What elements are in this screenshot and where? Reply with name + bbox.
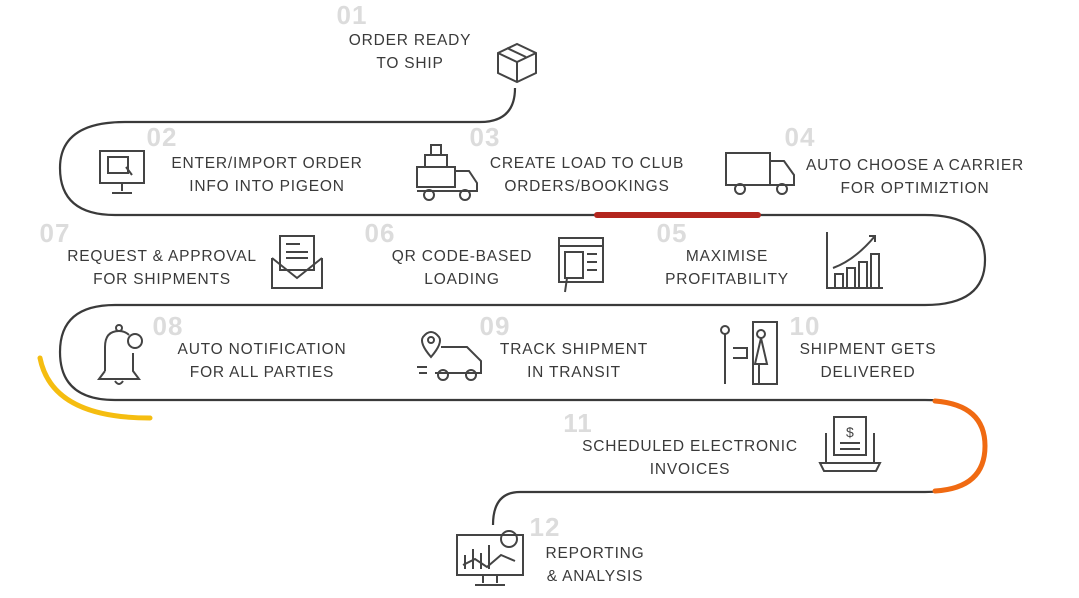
step-number: 02 [146,122,178,152]
tracking-truck-icon [415,327,485,383]
orange-accent [932,398,988,494]
truck-icon [724,147,796,197]
step-label: Scheduled electronicinvoices [582,438,798,478]
monitor-icon [98,147,146,197]
step-label: Order readyto ship [348,32,472,72]
step-number: 12 [529,512,561,542]
step-label: Track shipmentin transit [499,341,649,381]
analytics-icon [455,525,525,587]
step-label: Create load to cluborders/bookings [489,155,685,195]
step-number: 08 [152,311,184,341]
delivery-icon [717,320,779,386]
invoice-icon: $ [818,413,882,477]
step-number: 11 [563,408,593,438]
step-number: 01 [336,0,368,30]
svg-text:$: $ [846,424,854,440]
step-label: Request & approvalfor shipments [67,248,257,288]
step-label: Auto notificationfor all parties [177,341,347,381]
step-label: Maximiseprofitability [665,248,789,288]
step-label: Enter/import orderinfo into Pigeon [171,155,363,195]
step-label: Reporting& analysis [545,545,645,585]
step-number: 05 [656,218,688,248]
envelope-icon [270,234,324,290]
growth-chart-icon [825,230,885,290]
step-number: 10 [789,311,821,341]
step-number: 07 [39,218,71,248]
step-label: Auto choose a carrierfor optimiztion [805,157,1025,197]
step-label: Shipment getsdelivered [799,341,937,381]
step-label: QR code-basedloading [391,248,533,288]
bell-icon [95,323,145,387]
step-number: 03 [469,122,501,152]
step-number: 06 [364,218,396,248]
step-number: 04 [784,122,816,152]
box-icon [494,39,540,85]
step-number: 09 [479,311,511,341]
loaded-truck-icon [415,143,479,201]
yellow-accent [37,355,153,421]
qr-scan-icon [555,236,605,294]
